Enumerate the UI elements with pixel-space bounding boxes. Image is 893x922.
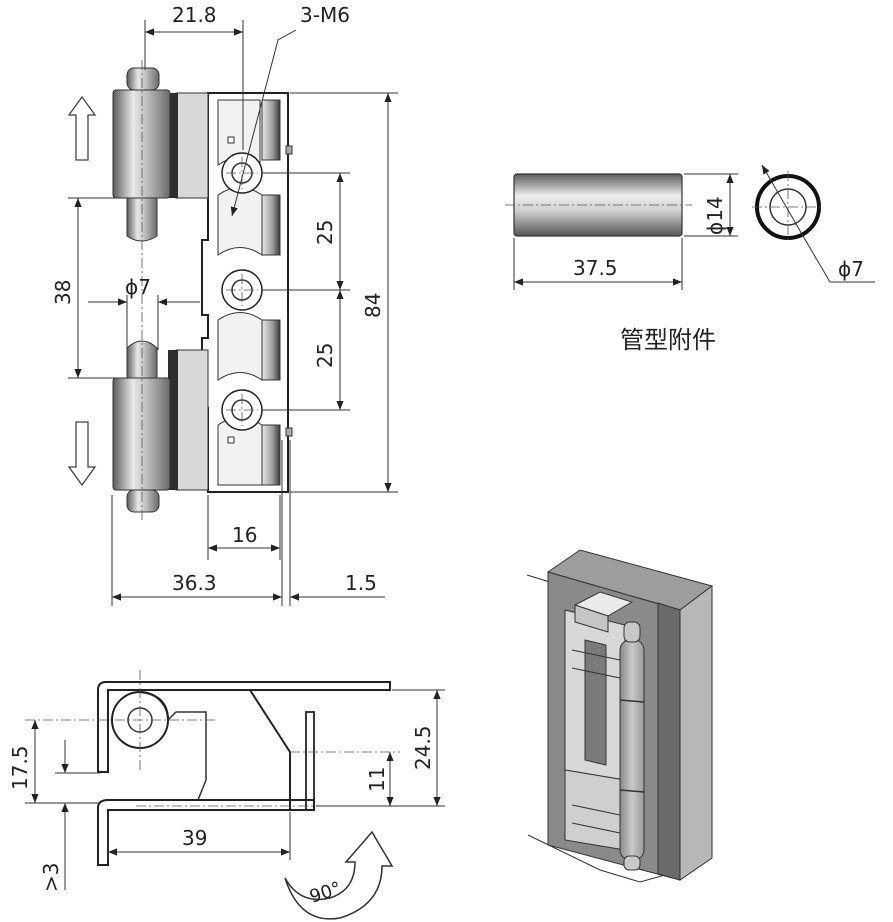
- tube-accessory-caption: 管型附件: [620, 326, 716, 354]
- dim-1-5: 1.5: [345, 571, 377, 595]
- dim-phi7-tube: ϕ7: [838, 257, 864, 281]
- pin-top: [112, 67, 171, 242]
- arrow-down-icon: [67, 421, 97, 487]
- dim-37-5: 37.5: [573, 256, 618, 280]
- dim-17-5: 17.5: [8, 745, 32, 790]
- dim-25-bottom: 25: [313, 343, 337, 368]
- slot-3: [217, 312, 281, 381]
- tube-accessory: 37.5 ϕ14 ϕ7 管型附件: [505, 164, 875, 354]
- dim-11: 11: [365, 767, 389, 792]
- arrow-up-icon: [67, 95, 97, 161]
- dim-phi7-pin: ϕ7: [125, 275, 151, 299]
- dim-phi14: ϕ14: [703, 196, 727, 235]
- dim-36-3: 36.3: [172, 571, 217, 595]
- dim-21-8: 21.8: [172, 3, 217, 27]
- screw-hole-middle: [221, 269, 263, 311]
- rotation-arrow-icon: [284, 830, 394, 920]
- dim-24-5: 24.5: [411, 725, 435, 770]
- dim-3-m6: 3-M6: [300, 3, 350, 27]
- dim-gt3: >3: [39, 863, 63, 892]
- screw-hole-bottom: [221, 389, 263, 431]
- dim-16: 16: [232, 523, 257, 547]
- dim-38: 38: [51, 280, 75, 305]
- side-view: 17.5 >3 39 11 24.5 90°: [8, 670, 445, 920]
- pin-bottom: [112, 340, 171, 513]
- front-view: 21.8 3-M6 38 ϕ7 25 25 84 16: [51, 3, 398, 606]
- slot-2: [217, 187, 281, 256]
- dim-25-top: 25: [313, 220, 337, 245]
- isometric-view: [526, 549, 714, 883]
- dim-39: 39: [182, 826, 207, 850]
- dim-84: 84: [361, 293, 385, 318]
- screw-hole-top: [221, 152, 263, 194]
